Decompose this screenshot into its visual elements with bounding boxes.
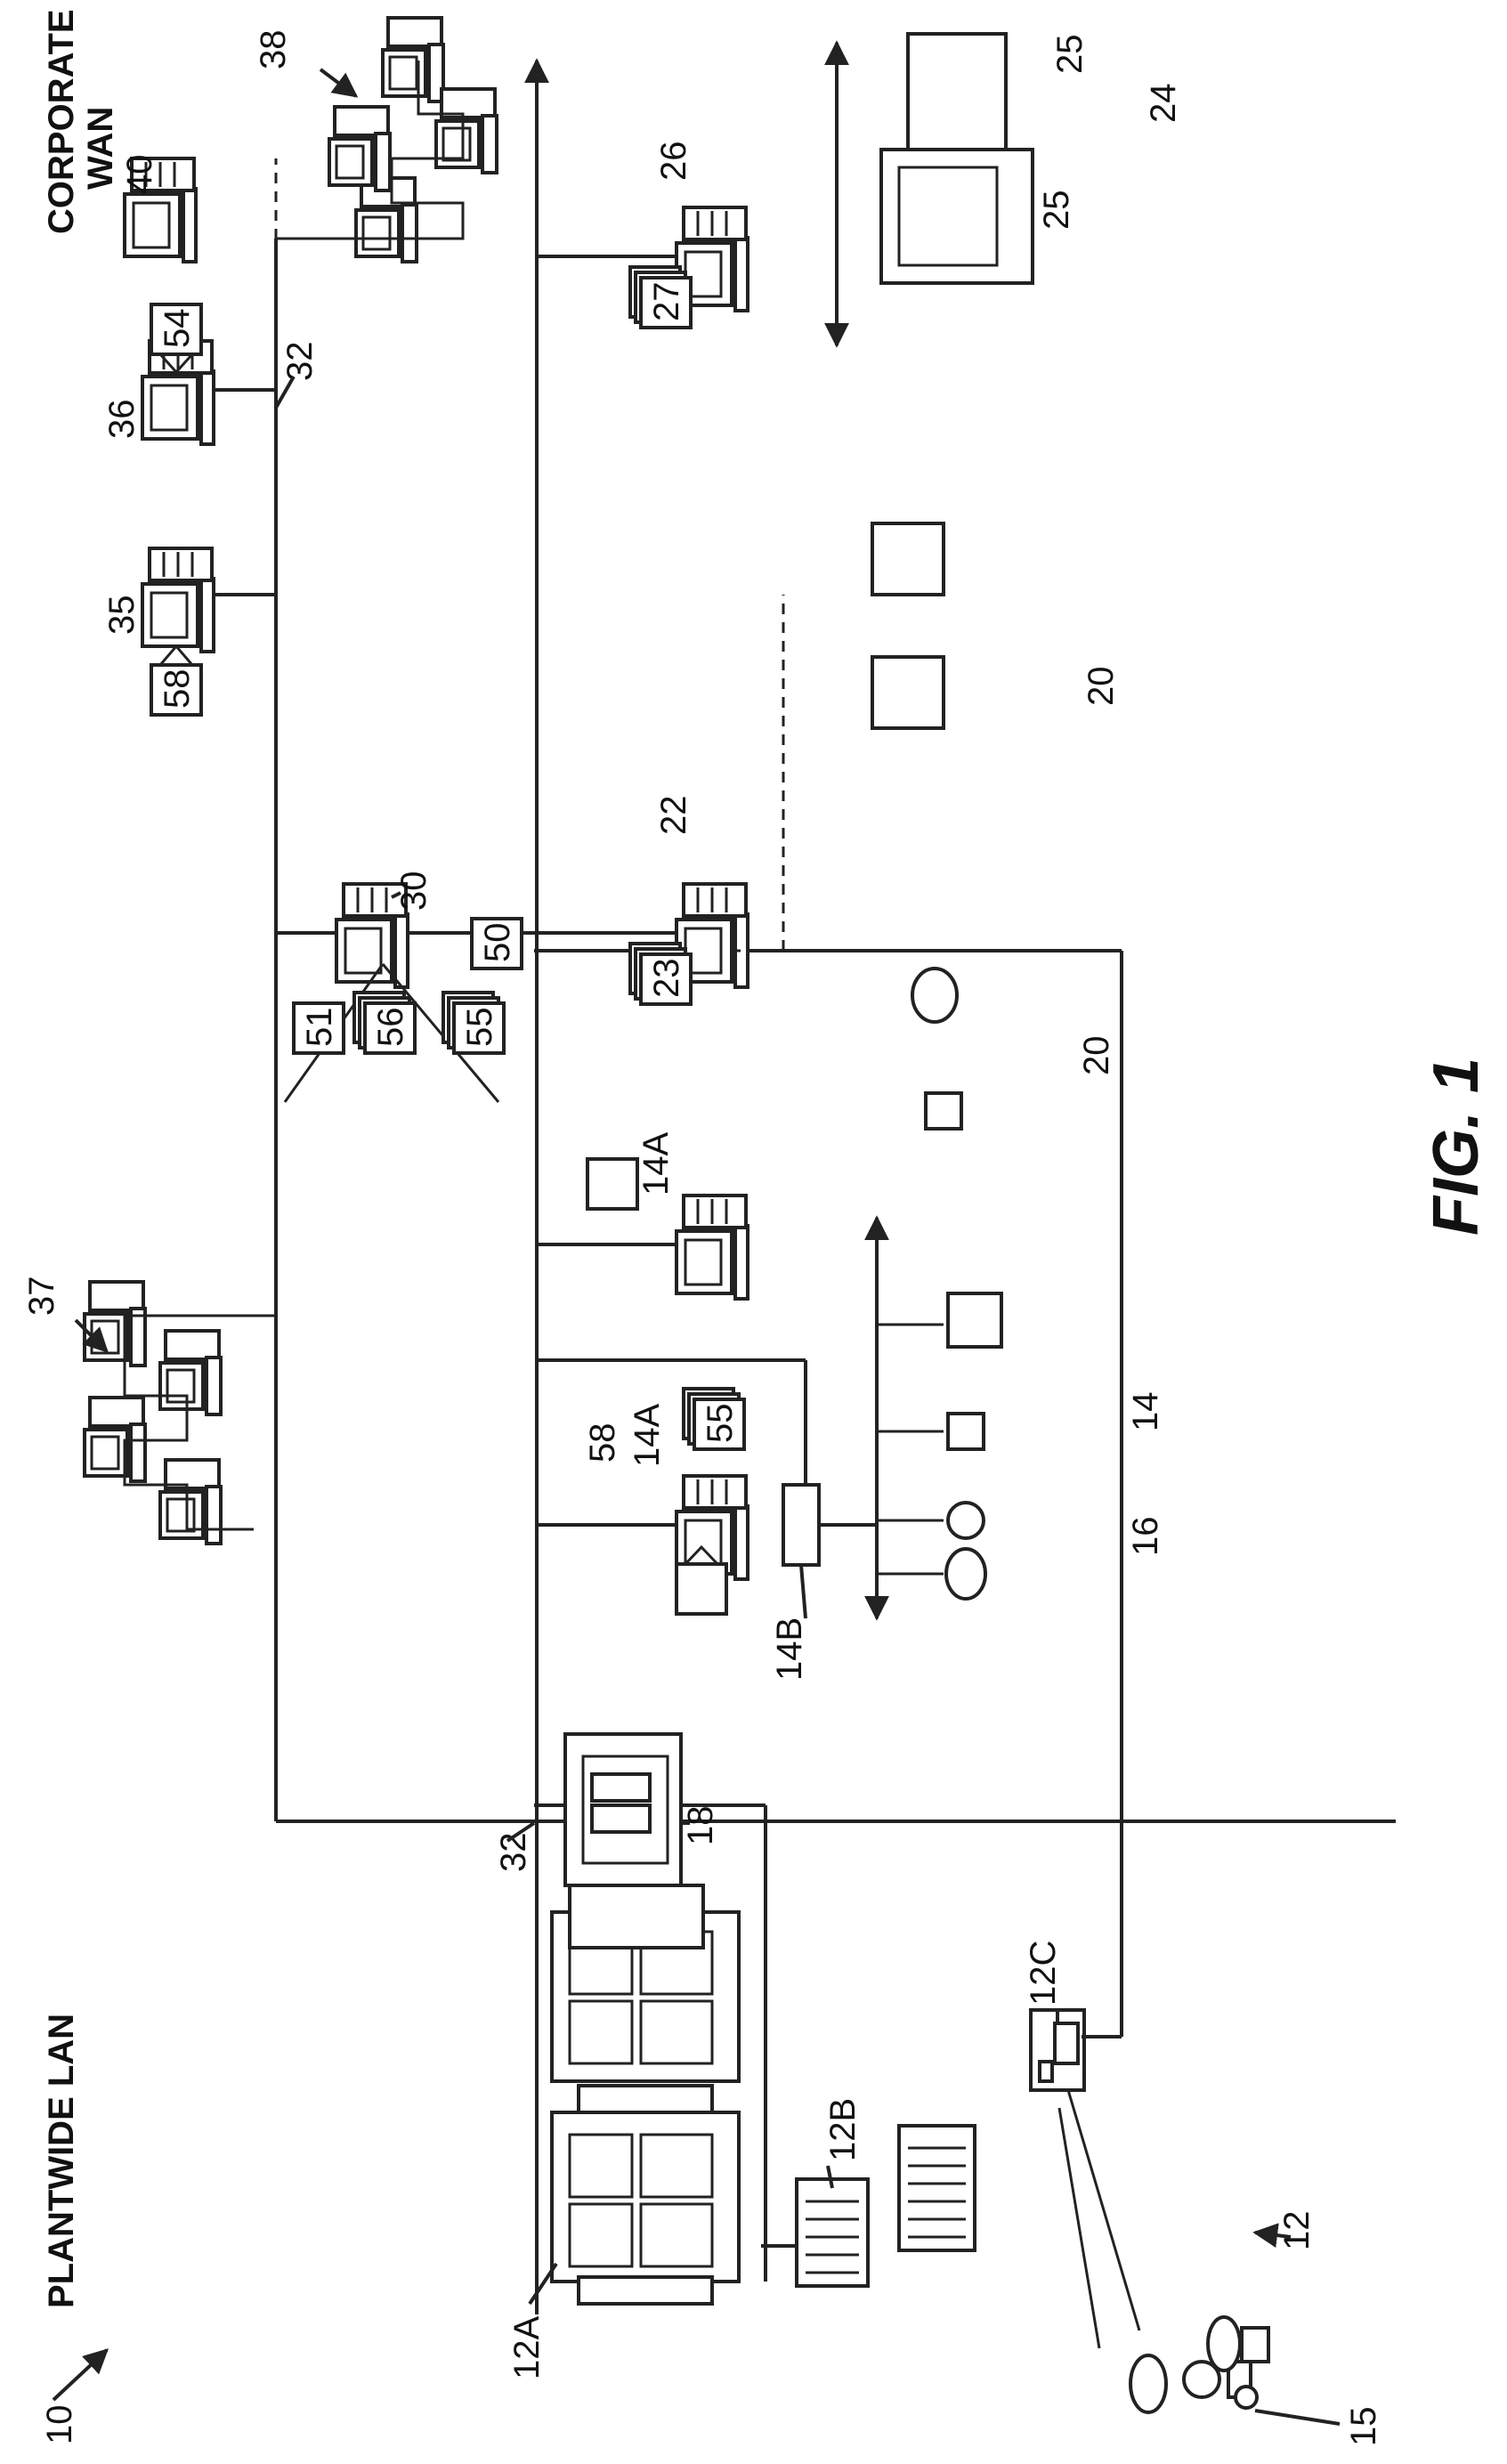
ref-12: 12 <box>1277 2211 1317 2251</box>
ref-27: 27 <box>647 282 686 322</box>
ref-14a-right: 14A <box>636 1132 676 1196</box>
computer-35 <box>142 548 276 652</box>
ref-12b: 12B <box>823 2098 863 2161</box>
ref-38: 38 <box>254 30 293 70</box>
ref-26: 26 <box>654 142 693 182</box>
plantwide-lan-label: PLANTWIDE LAN <box>42 2014 81 2308</box>
ref-14b: 14B <box>770 1617 809 1681</box>
computer-14a-right <box>537 1196 748 1299</box>
operator-console-12a <box>552 1912 766 2304</box>
ref-23: 23 <box>647 959 686 999</box>
ref-55b: 55 <box>701 1404 740 1444</box>
ref-54: 54 <box>158 309 197 349</box>
ref-58-14a-left: 58 <box>583 1423 622 1463</box>
ref-12c: 12C <box>1024 1941 1063 2006</box>
ref-14a-left: 14A <box>628 1404 667 1467</box>
ref-56: 56 <box>371 1008 410 1048</box>
ref-35: 35 <box>102 596 142 636</box>
ref-22: 22 <box>654 796 693 836</box>
ref-37: 37 <box>22 1277 61 1317</box>
ref-12a: 12A <box>507 2316 547 2379</box>
workstation-group-37 <box>85 1282 276 1544</box>
ref-25-left: 25 <box>1037 190 1076 231</box>
ref-20-left: 20 <box>1077 1036 1116 1076</box>
field-devices-14-16 <box>877 1293 1001 1599</box>
ref-51: 51 <box>300 1008 339 1048</box>
ref-20-right: 20 <box>1082 667 1121 707</box>
ref-50: 50 <box>478 923 517 963</box>
ref-25-right: 25 <box>1050 35 1090 75</box>
ref-55a: 55 <box>460 1008 499 1048</box>
ref-10: 10 <box>40 2405 79 2445</box>
ref-24: 24 <box>1144 84 1183 124</box>
handheld-devices-25 <box>881 34 1033 283</box>
ref-58-35: 58 <box>158 669 197 709</box>
ref-14: 14 <box>1126 1392 1165 1432</box>
ref-16: 16 <box>1126 1517 1165 1557</box>
machines-20 <box>872 523 961 1129</box>
ref-15: 15 <box>1344 2407 1383 2447</box>
ref-32-upper: 32 <box>280 342 320 382</box>
ref-18: 18 <box>681 1806 720 1846</box>
ref-30: 30 <box>394 871 433 912</box>
ref-40: 40 <box>120 155 159 195</box>
figure-label: FIG. 1 <box>1421 1058 1492 1236</box>
workstation-group-38 <box>276 18 497 262</box>
ref-36: 36 <box>102 400 142 440</box>
corporate-label: CORPORATE <box>42 9 81 234</box>
wan-label: WAN <box>81 107 120 190</box>
